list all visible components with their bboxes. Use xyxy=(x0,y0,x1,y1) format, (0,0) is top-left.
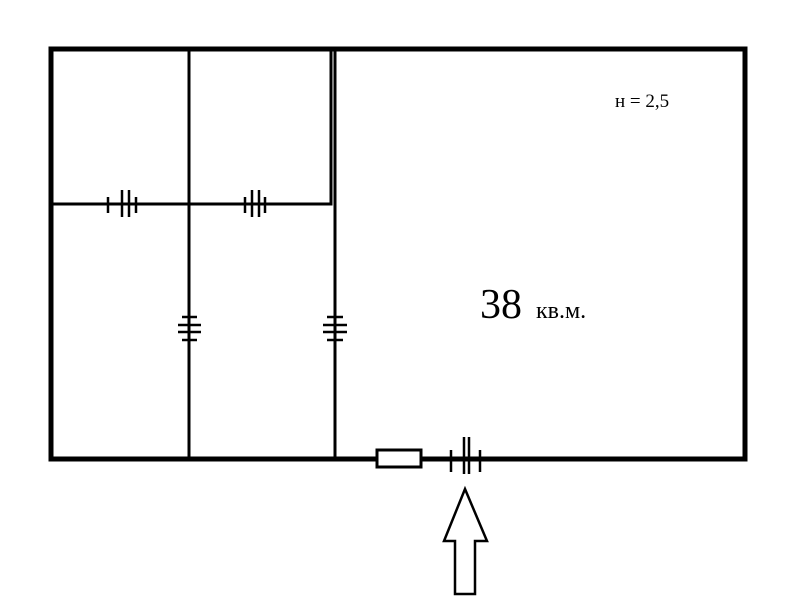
room-area-unit: кв.м. xyxy=(536,298,586,324)
door-symbol-left-vertical xyxy=(178,315,201,342)
entrance-door-symbol xyxy=(449,437,482,474)
room-area-value: 38 xyxy=(480,282,522,328)
door-symbol-upper-left xyxy=(106,190,138,217)
ceiling-height-label: н = 2,5 xyxy=(615,91,669,112)
door-symbol-upper-middle xyxy=(243,190,267,217)
door-symbol-main-vertical xyxy=(323,315,347,342)
room-area-label: 38 кв.м. xyxy=(480,282,586,328)
window-symbol xyxy=(375,448,423,469)
entrance-arrow-icon xyxy=(442,485,489,596)
